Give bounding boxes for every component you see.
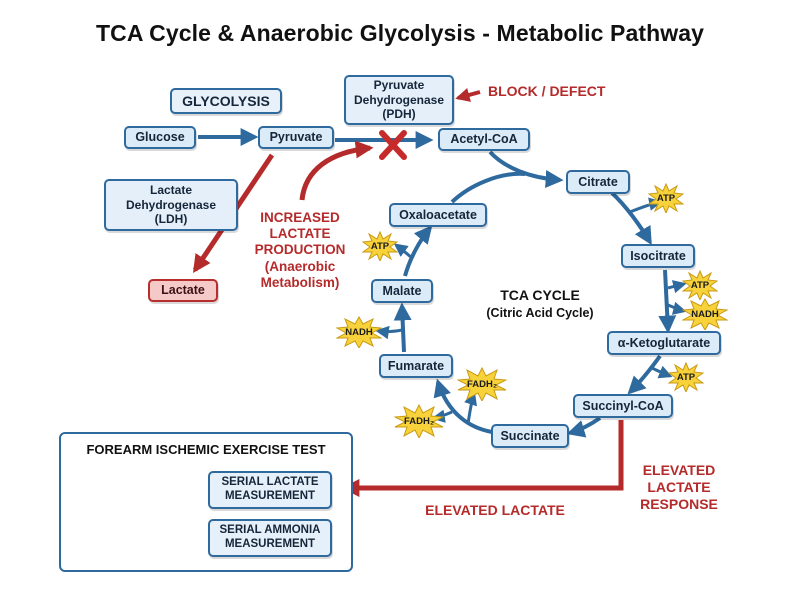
- nadh-label: NADH: [691, 308, 719, 320]
- arrow-acetylcoa-citrate: [488, 150, 564, 189]
- succinylcoa-node: Succinyl-CoA: [573, 394, 673, 418]
- nadh-burst-2: NADH: [336, 316, 382, 348]
- forearm-test-title: FOREARM ISCHEMIC EXERCISE TEST: [86, 442, 326, 457]
- isocitrate-node: Isocitrate: [621, 244, 695, 268]
- oxaloacetate-node: Oxaloacetate: [389, 203, 487, 227]
- fumarate-node: Fumarate: [379, 354, 453, 378]
- atp-label: ATP: [370, 240, 390, 252]
- succinate-node: Succinate: [491, 424, 569, 448]
- arrow-citrate-isocitrate: [610, 191, 652, 246]
- ldh-node: Lactate Dehydrogenase (LDH): [104, 179, 238, 231]
- elevated-lactate-response-label: ELEVATED LACTATE RESPONSE: [640, 462, 718, 512]
- arrow-block-pointer: [455, 88, 481, 102]
- atp-label: ATP: [676, 371, 696, 383]
- atp-burst-2: ATP: [682, 270, 718, 300]
- atp-burst-4: ATP: [362, 231, 398, 261]
- serial-ammonia-node: SERIAL AMMONIA MEASUREMENT: [208, 519, 332, 557]
- alpha-ketoglutarate-node: α-Ketoglutarate: [607, 331, 721, 355]
- fadh2-label: FADH₂: [403, 415, 435, 427]
- block-x-icon: [379, 130, 407, 160]
- arrow-succinate-fumarate: [433, 378, 493, 434]
- atp-burst-3: ATP: [668, 362, 704, 392]
- arrow-akg-succinylcoa: [627, 354, 662, 395]
- arrow-malate-oxaloacetate: [403, 225, 433, 277]
- page-title: TCA Cycle & Anaerobic Glycolysis - Metab…: [95, 20, 705, 46]
- arrow-increased-lactate: [299, 140, 374, 201]
- arrow-fumarate-malate: [393, 302, 412, 353]
- fadh2-burst-2: FADH₂: [394, 404, 444, 438]
- fadh2-label: FADH₂: [466, 378, 498, 390]
- citrate-node: Citrate: [566, 170, 630, 194]
- nadh-label: NADH: [345, 326, 373, 338]
- lactate-node: Lactate: [148, 279, 218, 302]
- elevated-lactate-label: ELEVATED LACTATE: [425, 502, 565, 518]
- block-defect-label: BLOCK / DEFECT: [488, 83, 606, 99]
- pdh-node: Pyruvate Dehydrogenase (PDH): [344, 75, 454, 125]
- malate-node: Malate: [371, 279, 433, 303]
- acetylcoa-node: Acetyl-CoA: [438, 128, 530, 151]
- arrow-elevated-lactate: [341, 420, 624, 497]
- increased-lactate-label: INCREASED LACTATE PRODUCTION (Anaerobic …: [254, 210, 346, 290]
- tca-cycle-title: TCA CYCLE: [500, 287, 580, 303]
- serial-lactate-node: SERIAL LACTATE MEASUREMENT: [208, 471, 332, 509]
- atp-burst-1: ATP: [648, 183, 684, 213]
- glucose-node: Glucose: [124, 126, 196, 149]
- arrow-oxaloacetate-citrate: [450, 171, 526, 204]
- glycolysis-header: GLYCOLYSIS: [170, 88, 282, 114]
- nadh-burst-1: NADH: [682, 298, 728, 330]
- arrow-succinylcoa-succinate: [566, 416, 602, 438]
- fadh2-burst-1: FADH₂: [457, 367, 507, 401]
- arrow-isocitrate-akg: [658, 269, 677, 334]
- tca-cycle-subtitle: (Citric Acid Cycle): [486, 306, 594, 320]
- atp-label: ATP: [690, 279, 710, 291]
- pyruvate-node: Pyruvate: [258, 126, 334, 149]
- atp-label: ATP: [656, 192, 676, 204]
